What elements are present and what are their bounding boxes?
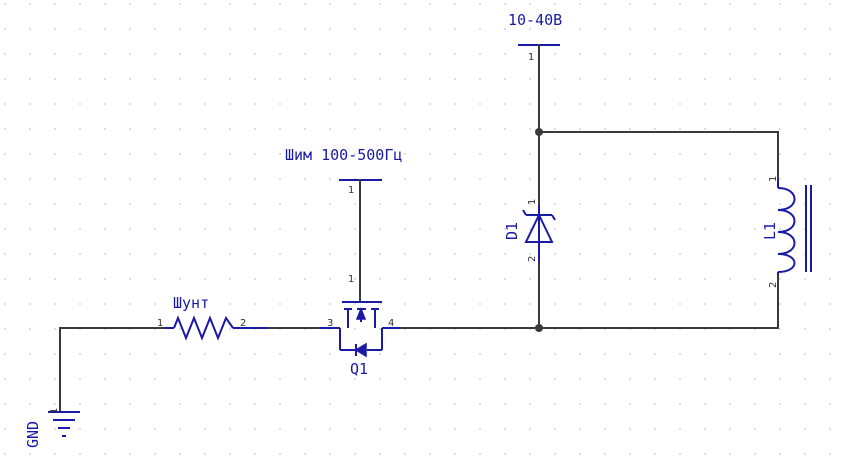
mosfet-pin-source: 3 [327, 318, 333, 329]
diode-pin-top: 1 [527, 199, 538, 205]
supply-label: 10-40В [508, 11, 562, 29]
inductor-l1: L1 1 2 [761, 176, 812, 288]
mosfet-q1: Q1 3 4 1 [320, 274, 400, 378]
supply-pin-number: 1 [528, 52, 534, 63]
shunt-pin-left: 1 [157, 318, 163, 329]
diode-label: D1 [503, 222, 521, 240]
inductor-pin-top: 1 [768, 176, 779, 182]
junction-dot-top [535, 128, 543, 136]
pwm-pin-number: 1 [348, 185, 354, 196]
pwm-label: Шим 100-500Гц [285, 146, 402, 164]
inductor-pin-bottom: 2 [768, 282, 779, 288]
ground-pin-number: 1 [49, 408, 60, 414]
mosfet-pin-gate: 1 [348, 274, 354, 285]
diode-pin-bottom: 2 [527, 256, 538, 262]
ground-symbol: GND 1 [24, 408, 80, 448]
shunt-label: Шунт [173, 294, 209, 312]
diode-d1: D1 1 2 [503, 199, 556, 262]
mosfet-label: Q1 [350, 360, 368, 378]
shunt-resistor: Шунт 1 2 [157, 294, 268, 341]
junction-dot-bottom [535, 324, 543, 332]
inductor-label: L1 [761, 222, 779, 240]
mosfet-pin-drain: 4 [388, 318, 394, 329]
shunt-pin-right: 2 [240, 318, 246, 329]
ground-label: GND [24, 421, 42, 448]
wires [59, 44, 779, 413]
